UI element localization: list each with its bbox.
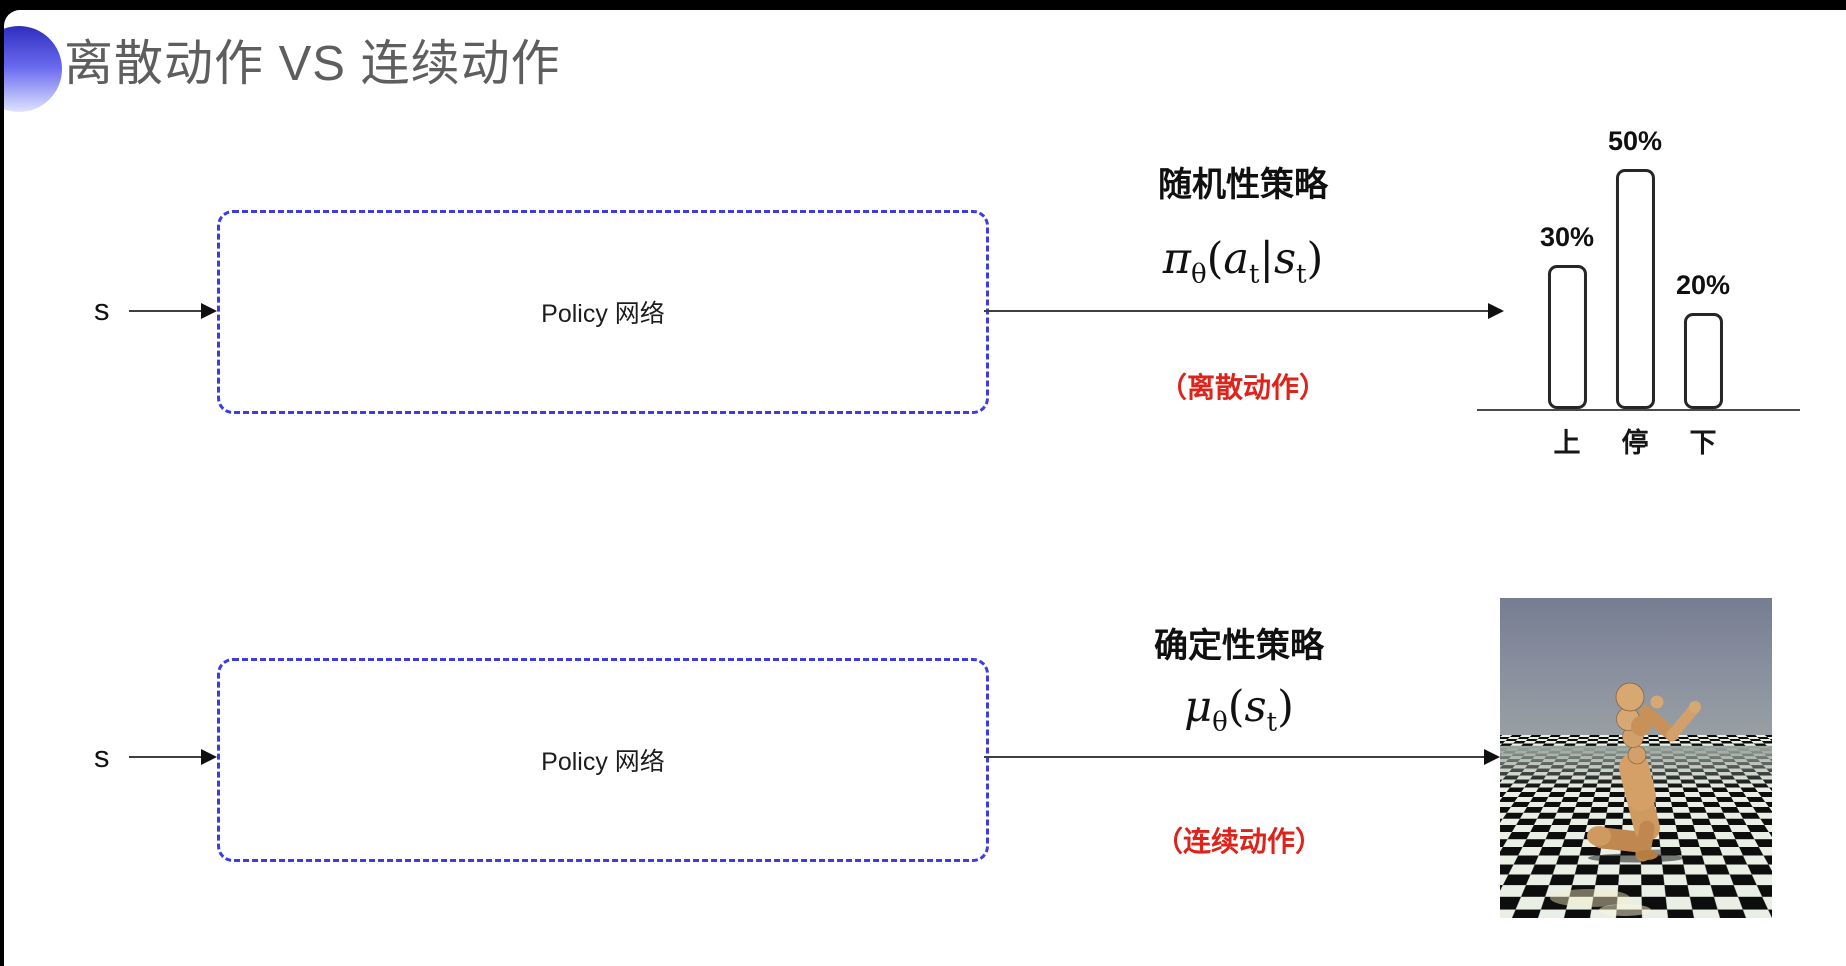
- input-arrow-bottom: [129, 756, 203, 758]
- formula-fn: μ: [1184, 682, 1213, 732]
- formula-arg1: s: [1244, 682, 1267, 732]
- policy-type-label-stochastic: 随机性策略: [1158, 166, 1328, 204]
- state-input-label-top: s: [94, 292, 110, 327]
- output-arrowhead-bottom-icon: [1484, 749, 1500, 765]
- bar-value-label: 20%: [1675, 270, 1731, 300]
- slide-background: 离散动作 VS 连续动作 s Policy 网络 随机性策略 πθ(at|st)…: [4, 10, 1846, 966]
- title-accent-icon: [4, 26, 62, 112]
- formula-bar: |: [1259, 234, 1274, 284]
- input-arrowhead-top-icon: [201, 303, 217, 319]
- formula-arg1-sub: t: [1249, 259, 1260, 290]
- formula-deterministic: μθ(st): [1079, 682, 1399, 736]
- formula-lparen: (: [1206, 234, 1224, 284]
- bar-value-label: 50%: [1607, 126, 1663, 156]
- page-title: 离散动作 VS 连续动作: [64, 37, 561, 91]
- bar-value-label: 30%: [1539, 222, 1595, 252]
- input-arrow-top: [129, 310, 203, 312]
- bar-category-label: 停: [1621, 428, 1649, 458]
- formula-arg2: s: [1273, 234, 1297, 284]
- formula-lparen: (: [1227, 682, 1245, 732]
- formula-arg1: a: [1223, 234, 1250, 284]
- bar: [1683, 313, 1723, 409]
- bar-group: 20%: [1676, 270, 1730, 409]
- humanoid-simulation-image: [1500, 598, 1772, 918]
- action-bar-chart: 30% 上 50% 停 20% 下: [1477, 99, 1800, 458]
- bar-category-label: 下: [1689, 428, 1717, 458]
- policy-box-label-bottom: Policy 网络: [541, 748, 665, 776]
- formula-arg2-sub: t: [1296, 259, 1307, 290]
- formula-rparen: ): [1306, 234, 1324, 284]
- bar-group: 50%: [1608, 126, 1662, 409]
- slide-content: 离散动作 VS 连续动作 s Policy 网络 随机性策略 πθ(at|st)…: [4, 10, 1846, 966]
- formula-stochastic: πθ(at|st): [1083, 234, 1403, 288]
- humanoid-figure: [1550, 682, 1701, 916]
- bar-category-label: 上: [1553, 428, 1581, 458]
- action-note-discrete: （离散动作）: [1158, 372, 1327, 403]
- policy-type-label-deterministic: 确定性策略: [1154, 627, 1324, 665]
- action-note-continuous: （连续动作）: [1154, 826, 1323, 857]
- bar: [1547, 265, 1587, 409]
- formula-rparen: ): [1277, 682, 1294, 732]
- formula-fn-sub: θ: [1212, 707, 1228, 738]
- formula-arg1-sub: t: [1266, 707, 1278, 738]
- output-arrow-top: [984, 310, 1489, 312]
- formula-fn: π: [1162, 234, 1191, 284]
- policy-network-box-bottom: Policy 网络: [217, 658, 989, 862]
- state-input-label-bottom: s: [94, 739, 110, 774]
- policy-box-label-top: Policy 网络: [541, 300, 665, 328]
- output-arrowhead-top-icon: [1488, 303, 1504, 319]
- input-arrowhead-bottom-icon: [201, 749, 217, 765]
- bar: [1615, 169, 1655, 409]
- output-arrow-bottom: [984, 756, 1485, 758]
- policy-network-box-top: Policy 网络: [217, 210, 989, 414]
- formula-fn-sub: θ: [1190, 259, 1207, 290]
- bar-group: 30%: [1540, 222, 1594, 409]
